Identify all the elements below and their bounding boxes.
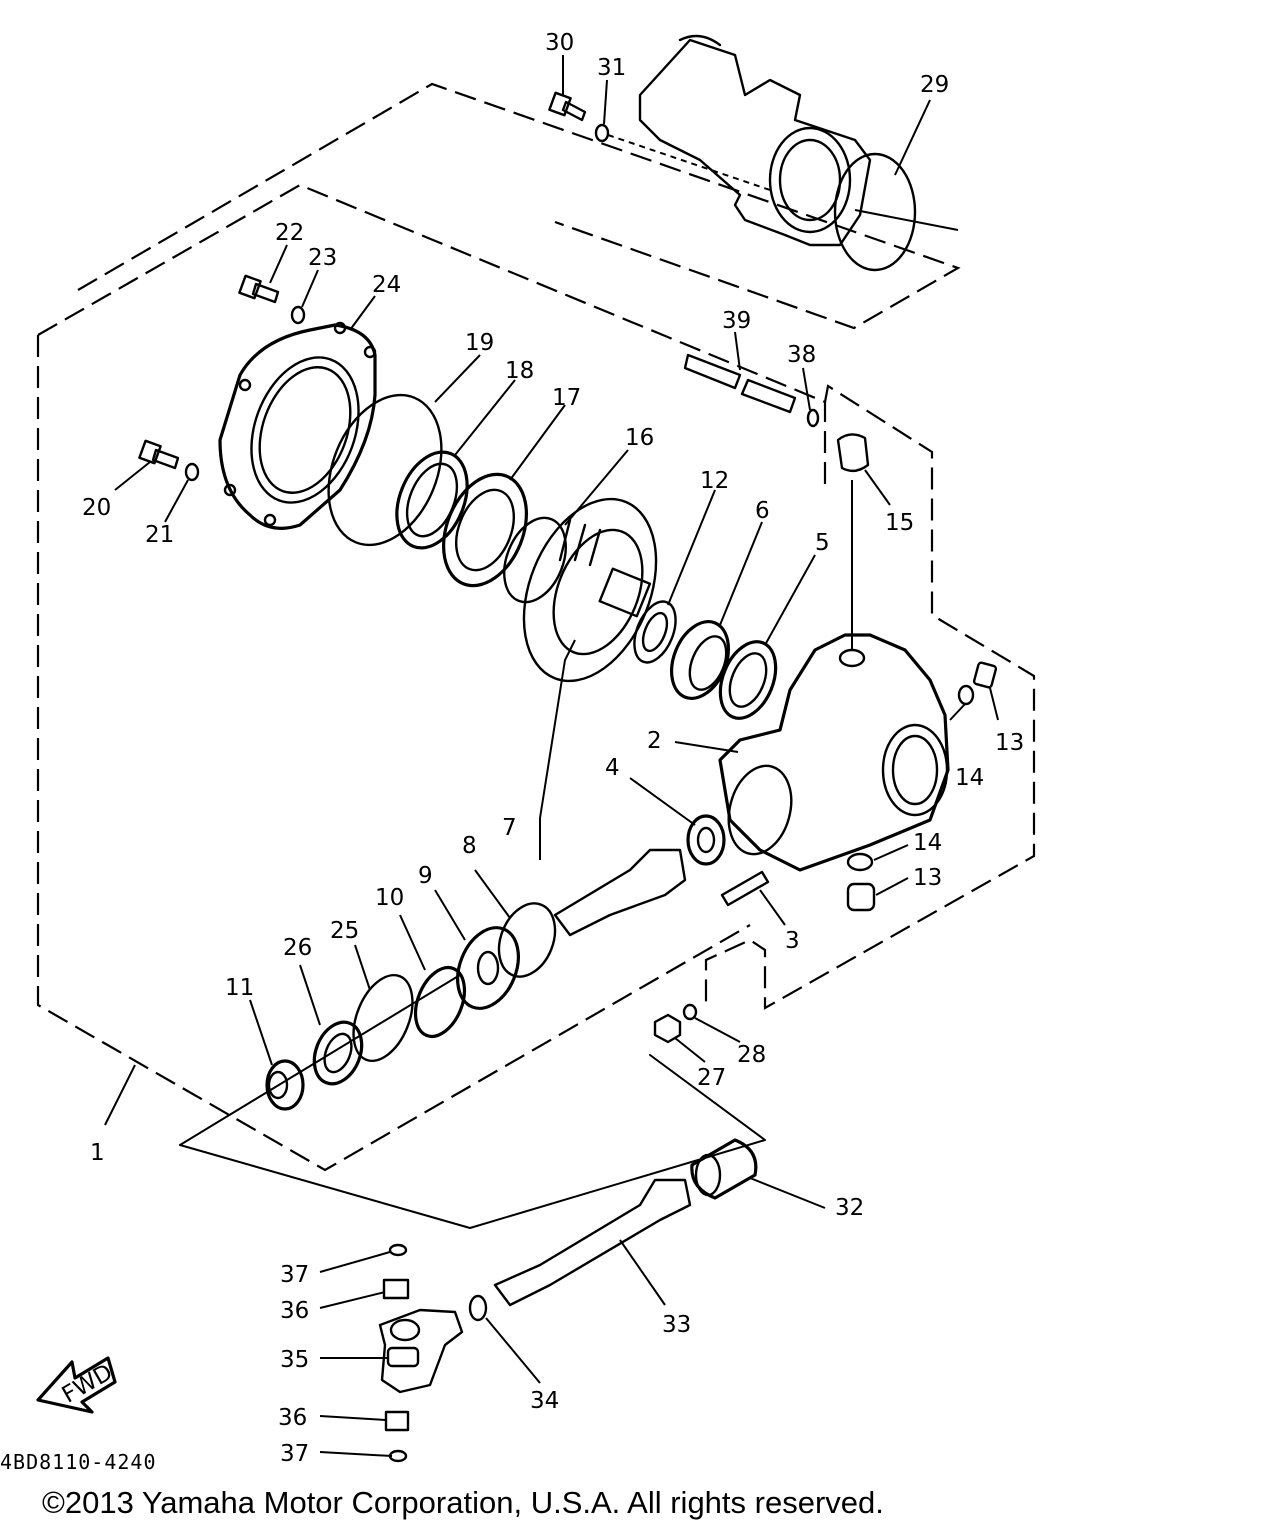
- drawing-code: 4BD8110-4240: [0, 1450, 157, 1474]
- exploded-parts-diagram: FWD: [36, 30, 1036, 1467]
- assembly-outlines: [36, 82, 1036, 1229]
- drive-shaft-33: [493, 1178, 692, 1307]
- pins-39: [683, 353, 797, 414]
- washer-14-upper: [957, 684, 975, 706]
- label-part-37-upper: 37: [280, 1262, 309, 1288]
- washer-23: [290, 305, 306, 325]
- nut-27: [653, 1013, 682, 1044]
- label-part-4: 4: [605, 755, 620, 781]
- seal-18: [395, 450, 469, 550]
- bearing-race-5: [718, 640, 778, 720]
- label-part-2: 2: [647, 728, 662, 754]
- bearing-9: [456, 926, 520, 1010]
- label-part-13-upper: 13: [995, 730, 1024, 756]
- plug-13-upper: [972, 661, 998, 689]
- washer-21: [184, 462, 200, 482]
- circlip-37-lower: [388, 1449, 408, 1463]
- copyright-notice: ©2013 Yamaha Motor Corporation, U.S.A. A…: [42, 1485, 884, 1520]
- clip-38: [806, 408, 820, 428]
- retainer-12: [633, 600, 677, 664]
- label-part-3: 3: [785, 928, 800, 954]
- oring-19: [327, 393, 443, 547]
- label-part-26: 26: [283, 935, 312, 961]
- label-part-37-lower: 37: [280, 1441, 309, 1467]
- label-part-21: 21: [145, 522, 174, 548]
- nut-10: [413, 966, 467, 1038]
- label-part-6: 6: [755, 498, 770, 524]
- bolt-20: [138, 439, 180, 470]
- washer-28: [682, 1003, 698, 1021]
- bearing-6: [670, 620, 730, 700]
- label-part-28: 28: [737, 1042, 766, 1068]
- label-part-29: 29: [920, 72, 949, 98]
- circlip-37-upper: [388, 1243, 408, 1257]
- label-part-25: 25: [330, 918, 359, 944]
- gear-case-2: [718, 480, 950, 872]
- label-part-18: 18: [505, 358, 534, 384]
- oring-25: [352, 973, 414, 1063]
- label-part-32: 32: [835, 1195, 864, 1221]
- label-part-14-upper: 14: [955, 765, 984, 791]
- label-part-11: 11: [225, 975, 254, 1001]
- bearing-4: [686, 814, 726, 866]
- label-part-19: 19: [465, 330, 494, 356]
- label-part-17: 17: [552, 385, 581, 411]
- bearing-26: [312, 1020, 364, 1086]
- label-part-8: 8: [462, 833, 477, 859]
- label-part-1: 1: [90, 1140, 105, 1166]
- washer-31: [594, 123, 610, 143]
- label-part-36-upper: 36: [280, 1298, 309, 1324]
- bolt-30: [548, 91, 587, 122]
- washer-14-lower: [846, 852, 874, 872]
- label-part-22: 22: [275, 220, 304, 246]
- bolt-22: [238, 274, 280, 304]
- universal-joint-35: [378, 1308, 464, 1394]
- label-part-5: 5: [815, 530, 830, 556]
- label-part-31: 31: [597, 55, 626, 81]
- label-part-12: 12: [700, 468, 729, 494]
- fwd-arrow-icon: FWD: [36, 1356, 117, 1414]
- bearing-cap-36-lower: [384, 1410, 410, 1432]
- label-part-38: 38: [787, 342, 816, 368]
- coupling-32: [690, 1138, 758, 1200]
- label-part-9: 9: [418, 863, 433, 889]
- label-part-36-lower: 36: [278, 1405, 307, 1431]
- label-part-24: 24: [372, 272, 401, 298]
- bearing-17: [442, 472, 528, 588]
- part-labels: 1 2 3 4 5 6 7 8 9 10 11 12 13 13 14 14 1…: [82, 30, 1024, 1467]
- label-part-34: 34: [530, 1388, 559, 1414]
- label-part-16: 16: [625, 425, 654, 451]
- label-part-20: 20: [82, 495, 111, 521]
- label-part-10: 10: [375, 885, 404, 911]
- shim-8: [497, 902, 557, 978]
- label-part-23: 23: [308, 245, 337, 271]
- bearing-cap-36-upper: [382, 1278, 410, 1300]
- label-part-13-lower: 13: [913, 865, 942, 891]
- label-part-27: 27: [697, 1065, 726, 1091]
- circlip-34: [468, 1294, 488, 1322]
- label-part-15: 15: [885, 510, 914, 536]
- label-part-7: 7: [502, 815, 517, 841]
- label-part-39: 39: [722, 308, 751, 334]
- leader-lines: [104, 55, 999, 1457]
- label-part-14-lower: 14: [913, 830, 942, 856]
- upper-housing-29: [638, 34, 959, 272]
- label-part-30: 30: [545, 30, 574, 56]
- plug-13-lower: [846, 882, 876, 912]
- shim-16: [503, 516, 567, 604]
- stud-3: [720, 870, 770, 907]
- seal-11: [265, 1059, 305, 1111]
- bearing-retainer-24: [218, 321, 377, 530]
- label-part-33: 33: [662, 1312, 691, 1338]
- label-part-35: 35: [280, 1347, 309, 1373]
- cap-15: [836, 433, 870, 473]
- pinion-shaft-7: [553, 848, 687, 937]
